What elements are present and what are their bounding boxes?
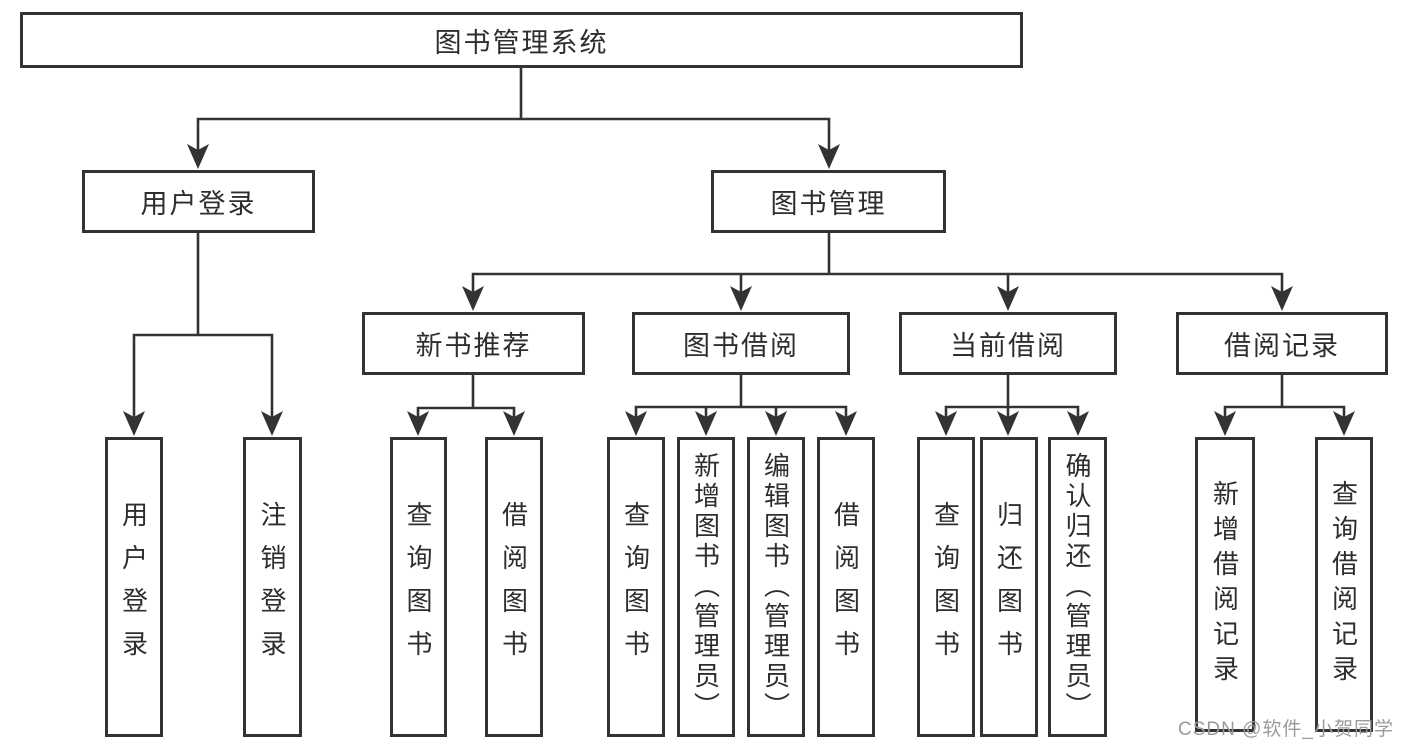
watermark: CSDN @软件_小贺同学: [1178, 719, 1394, 740]
leaf-label: 用户登录: [118, 501, 149, 673]
leaf-add-borrow-record: 新增借阅记录: [1195, 437, 1255, 732]
node-borrow-records: 借阅记录: [1176, 312, 1388, 375]
node-book-management: 图书管理: [711, 170, 946, 233]
leaf-borrow-books-recommend: 借阅图书: [485, 437, 543, 737]
leaf-add-book-admin: 新增图书（管理员）: [677, 437, 735, 737]
node-label: 图书借阅: [683, 331, 799, 361]
node-label: 图书管理: [770, 189, 887, 219]
node-library-system: 图书管理系统: [20, 12, 1023, 68]
node-label: 当前借阅: [950, 331, 1066, 361]
leaf-query-books-recommend: 查询图书: [390, 437, 447, 737]
node-book-borrow: 图书借阅: [632, 312, 850, 375]
leaf-label: 查询图书: [403, 501, 433, 673]
leaf-label: 编辑图书（管理员）: [760, 452, 791, 722]
node-label: 新书推荐: [415, 331, 532, 361]
node-user-login: 用户登录: [82, 170, 315, 233]
leaf-user-login: 用户登录: [105, 437, 163, 737]
leaf-label: 借阅图书: [498, 501, 529, 673]
node-label: 图书管理系统: [434, 27, 609, 58]
leaf-borrow-books: 借阅图书: [817, 437, 875, 737]
leaf-label: 新增借阅记录: [1209, 479, 1240, 690]
leaf-query-borrow-record: 查询借阅记录: [1315, 437, 1373, 732]
leaf-label: 归还图书: [993, 501, 1024, 673]
leaf-label: 查询图书: [930, 501, 961, 673]
leaf-query-books-borrow: 查询图书: [607, 437, 665, 737]
leaf-label: 查询图书: [620, 501, 651, 673]
node-current-borrow: 当前借阅: [899, 312, 1117, 375]
leaf-label: 查询借阅记录: [1328, 479, 1359, 690]
leaf-return-books: 归还图书: [980, 437, 1038, 737]
leaf-logout: 注销登录: [243, 437, 302, 737]
node-label: 用户登录: [140, 189, 257, 219]
node-label: 借阅记录: [1224, 331, 1340, 361]
leaf-query-books-current: 查询图书: [917, 437, 975, 737]
leaf-label: 注销登录: [257, 501, 287, 673]
leaf-label: 确认归还（管理员）: [1062, 452, 1092, 722]
leaf-label: 新增图书（管理员）: [690, 452, 721, 722]
node-new-book-recommend: 新书推荐: [362, 312, 585, 375]
leaf-label: 借阅图书: [830, 501, 861, 673]
leaf-edit-book-admin: 编辑图书（管理员）: [747, 437, 805, 737]
leaf-confirm-return-admin: 确认归还（管理员）: [1048, 437, 1107, 737]
